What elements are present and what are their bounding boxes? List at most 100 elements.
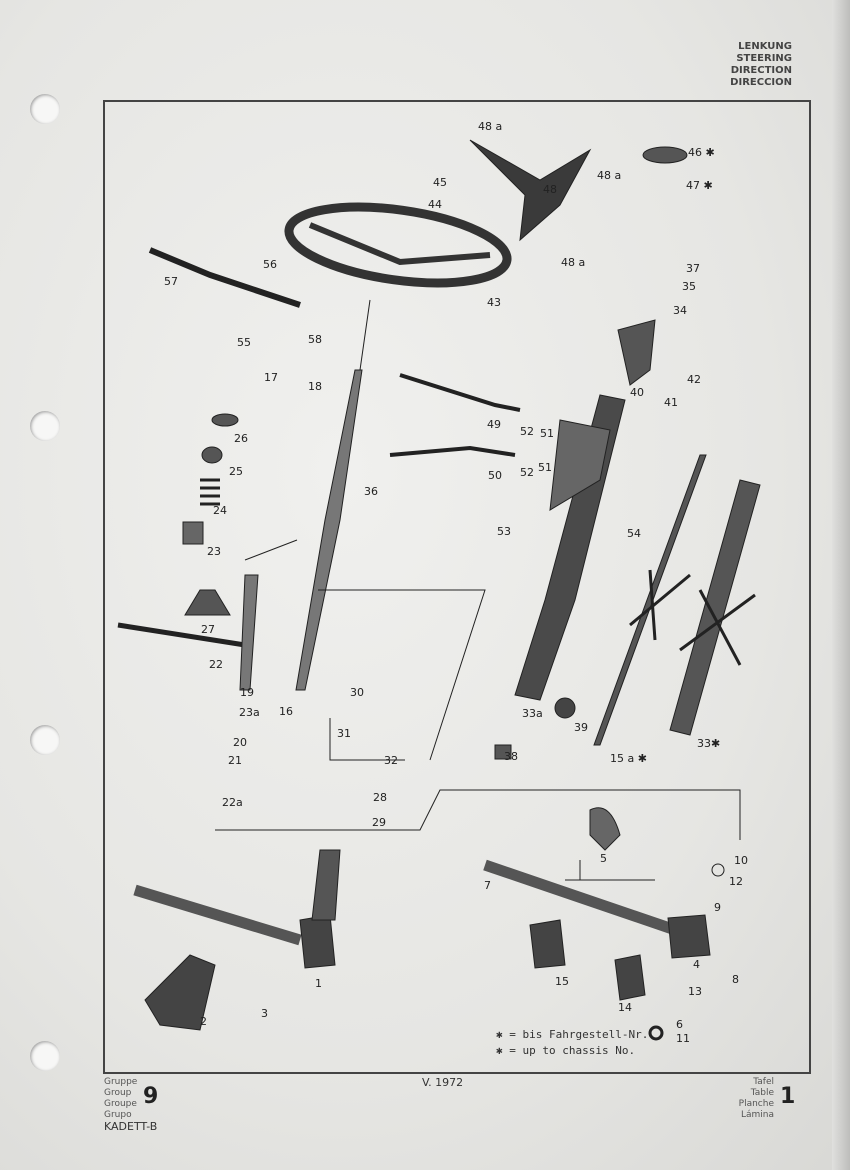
callout: 18 [308,380,322,393]
callout: 8 [732,973,739,986]
bushing-15 [529,919,566,969]
callout: 55 [237,336,251,349]
callout: 48 a [597,169,622,182]
group-label: Grupo [104,1110,132,1120]
callout: 47 ✱ [686,179,713,192]
lever-50 [389,445,516,457]
punch-hole [30,411,60,441]
callout: 11 [676,1032,690,1045]
part-23 [182,521,204,545]
version-date: V. 1972 [422,1076,464,1089]
callout: 42 [687,373,701,386]
callout: 33a [522,707,543,720]
callout: 26 [234,432,248,445]
callout: 3 [261,1007,268,1020]
callout: 13 [688,985,702,998]
callout: 29 [372,816,386,829]
shaft-15a [593,454,707,746]
part-27 [184,589,231,616]
lower-shaft [133,884,302,946]
punch-hole [30,94,60,124]
callout: 34 [673,304,687,317]
clamp-5 [589,807,621,851]
group-labels: Gruppe Group Groupe Grupo [104,1077,137,1121]
page-edge [832,0,850,1170]
housing-neck [311,849,341,921]
callout: 48 a [478,120,503,133]
callout: 5 [600,852,607,865]
shaft-16 [239,574,259,691]
table-label: Table [750,1088,774,1098]
title-en: STEERING [736,53,792,64]
callout: 32 [384,754,398,767]
section-title: LENKUNG STEERING DIRECTION DIRECCION [730,41,792,89]
callout: 14 [618,1001,632,1014]
callout: 16 [279,705,293,718]
callout: 53 [497,525,511,538]
callout: 48 a [561,256,586,269]
table-number: 1 [780,1084,796,1109]
rack-22 [117,622,246,648]
callout: 54 [627,527,641,540]
callout: 37 [686,262,700,275]
table-label: Tafel [753,1077,774,1087]
callout: 35 [682,280,696,293]
part-25 [201,446,223,464]
callout: 48 [543,183,557,196]
table-labels: Tafel Table Planche Lámina [738,1077,774,1121]
group-label: Group [104,1088,132,1098]
callout: 51 [538,461,552,474]
callout: 51 [540,427,554,440]
callout: 52 [520,466,534,479]
callout: 1 [315,977,322,990]
shaft-line [359,299,371,371]
table-label: Lámina [740,1110,774,1120]
callout: 33✱ [697,737,721,750]
callout: 27 [201,623,215,636]
callout: 20 [233,736,247,749]
housing-1 [299,914,336,969]
steering-shaft [295,369,363,691]
callout: 22a [222,796,243,809]
callout: 15 [555,975,569,988]
ring-39 [554,697,576,719]
callout: 6 [676,1018,683,1031]
callout: 25 [229,465,243,478]
jacket-33 [669,479,761,736]
horn-pad [469,139,592,242]
callout: 58 [308,333,322,346]
group-label: Gruppe [104,1077,138,1087]
callout: 10 [734,854,748,867]
cross-mark [629,569,756,666]
title-es: DIRECCION [730,77,792,88]
column-bracket [549,419,611,511]
callout: 15 a ✱ [610,752,647,765]
callout: 46 ✱ [688,146,715,159]
lever-49 [399,373,521,412]
column-top [617,319,656,386]
callout: 21 [228,754,242,767]
callout: 12 [729,875,743,888]
title-fr: DIRECTION [730,65,792,76]
callout: 41 [664,396,678,409]
callout: 44 [428,198,442,211]
footnote-en: ✱ = up to chassis No. [496,1044,636,1057]
callout: 9 [714,901,721,914]
callout: 4 [693,958,700,971]
bushing-14 [614,954,646,1001]
steering-wheel [284,202,512,288]
callout: 45 [433,176,447,189]
group-label: Groupe [104,1099,137,1109]
callout: 24 [213,504,227,517]
callout: 39 [574,721,588,734]
callout: 23 [207,545,221,558]
table-label: Planche [738,1099,774,1109]
callout: 40 [630,386,644,399]
callout: 52 [520,425,534,438]
diagram-frame [103,100,811,1074]
footnote-de: ✱ = bis Fahrgestell-Nr. [496,1028,649,1041]
callout: 19 [240,686,254,699]
punch-hole [30,1041,60,1071]
right-shaft [483,859,692,941]
